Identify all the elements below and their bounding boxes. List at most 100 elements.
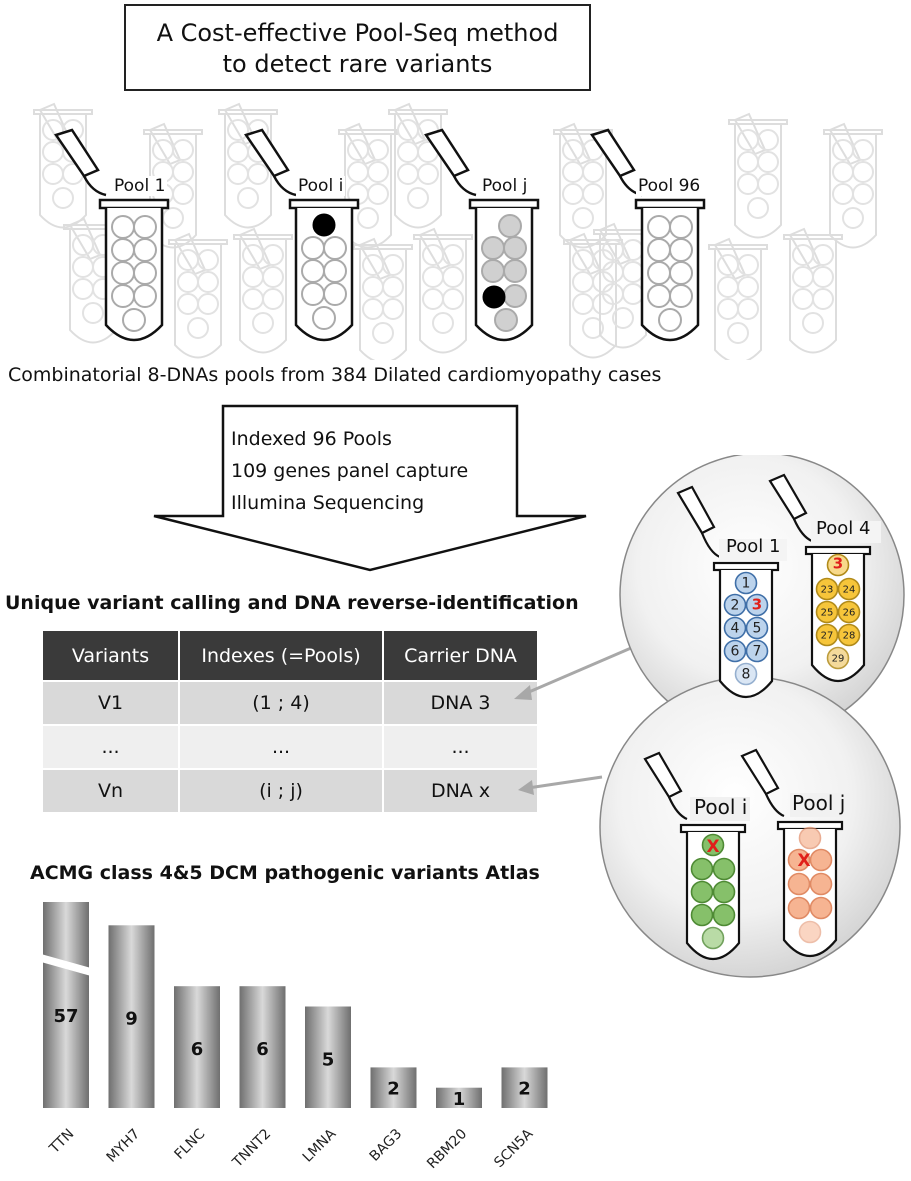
pool-tube-1 (54, 128, 170, 342)
dna-circle (798, 920, 822, 944)
svg-text:28: 28 (843, 630, 856, 641)
svg-text:2: 2 (731, 598, 740, 614)
col-header-indexes: Indexes (=Pools) (179, 631, 384, 681)
table-cell: ... (383, 724, 539, 769)
svg-text:25: 25 (821, 607, 834, 618)
chart-title: ACMG class 4&5 DCM pathogenic variants A… (30, 862, 540, 884)
dna-circle: 27 (815, 623, 839, 647)
col-header-variants: Variants (43, 631, 180, 681)
table-row: Vn (i ; j) DNA x (43, 768, 539, 812)
zoom-label-pool-j: Pool j (792, 791, 846, 815)
process-arrow (153, 404, 587, 572)
pool-label-1: Pool 1 (112, 176, 168, 196)
bar-value-label: 6 (256, 1039, 269, 1060)
arrow-to-dnax (527, 775, 603, 790)
bar-bag3 (370, 1067, 417, 1108)
bar-tnnt2 (239, 986, 286, 1108)
variant-carrier-dot-i (312, 213, 336, 237)
axis-break-mark (41, 954, 91, 976)
dna-circle (787, 896, 811, 920)
pool-tube-j (424, 128, 540, 342)
svg-text:6: 6 (731, 644, 740, 660)
bar-lmna (305, 1006, 351, 1108)
bar-value-label: 2 (387, 1079, 400, 1100)
bar-value-label: 5 (322, 1049, 335, 1070)
dna-circle (809, 896, 833, 920)
table-cell: Vn (43, 768, 180, 812)
dna-circle: 1 (734, 571, 758, 595)
dna-circle (809, 872, 833, 896)
bar-value-label: 6 (191, 1039, 204, 1060)
pool-i-dna-circles (690, 833, 736, 950)
dna-circle (701, 926, 725, 950)
table-cell: DNA 3 (383, 680, 539, 725)
svg-text:3: 3 (833, 554, 843, 572)
variant-atlas-chart: 57 9 6 6 5 2 1 2 (41, 902, 548, 1110)
dna-circle (712, 903, 736, 927)
title-box: A Cost-effective Pool-Seq method to dete… (124, 4, 591, 91)
dna-circle (712, 880, 736, 904)
bar-myh7 (108, 925, 155, 1108)
variant-section-heading: Unique variant calling and DNA reverse-i… (5, 592, 579, 614)
table-cell: ... (179, 724, 384, 769)
pool-label-96: Pool 96 (636, 176, 703, 196)
dna-circle: 28 (837, 623, 861, 647)
table-row: V1 (1 ; 4) DNA 3 (43, 680, 539, 725)
dna-circle: 3 (745, 593, 769, 617)
bar-ttn (43, 902, 89, 1108)
table-cell: ... (43, 724, 180, 769)
bar-flnc (174, 986, 220, 1108)
dna-circle: 5 (745, 616, 769, 640)
variant-table: Variants Indexes (=Pools) Carrier DNA V1… (43, 631, 539, 812)
bar-value-label: 1 (453, 1089, 466, 1110)
dna-circle (690, 903, 714, 927)
pipeline-step-2: 109 genes panel capture (231, 460, 469, 482)
dna-circle: 7 (745, 639, 769, 663)
bar-value-label: 57 (53, 1006, 78, 1027)
table-cell: (1 ; 4) (179, 680, 384, 725)
dna-circle (690, 880, 714, 904)
dna-circle: 25 (815, 600, 839, 624)
dna-circle: 8 (734, 662, 758, 686)
variant-table-header: Variants Indexes (=Pools) Carrier DNA (43, 631, 539, 681)
bar-value-label: 9 (125, 1009, 138, 1030)
dna-circle (787, 872, 811, 896)
pools-caption: Combinatorial 8-DNAs pools from 384 Dila… (8, 364, 662, 386)
pipeline-step-1: Indexed 96 Pools (231, 428, 392, 450)
title-line-2: to detect rare variants (222, 50, 493, 78)
dna-circle: 29 (826, 646, 850, 670)
dna-circle (798, 826, 822, 850)
table-cell: DNA x (383, 768, 539, 812)
variant-marker-i: X (706, 837, 719, 857)
bar-scn5a (501, 1067, 548, 1108)
zoom-label-pool4: Pool 4 (816, 518, 871, 539)
dna-circle (787, 848, 811, 872)
dna-circle (690, 857, 714, 881)
zoom-label-pool1: Pool 1 (726, 536, 781, 557)
table-cell: V1 (43, 680, 180, 725)
dna-circle: 6 (723, 639, 747, 663)
pool-tube-96 (590, 128, 706, 342)
variant-marker-j: X (797, 851, 810, 871)
bar-value-label: 2 (518, 1079, 531, 1100)
svg-text:5: 5 (753, 621, 762, 637)
svg-text:7: 7 (753, 644, 762, 660)
svg-text:29: 29 (832, 653, 845, 664)
svg-text:23: 23 (821, 584, 834, 595)
dna-circle (809, 848, 833, 872)
dna-circle: 26 (837, 600, 861, 624)
svg-text:3: 3 (752, 596, 762, 614)
dna-circle: 24 (837, 577, 861, 601)
variant-carrier-dot-j (482, 285, 506, 309)
svg-text:24: 24 (843, 584, 856, 595)
table-row: ... ... ... (43, 724, 539, 769)
pool-label-i: Pool i (296, 176, 346, 196)
dna-circle: 4 (723, 616, 747, 640)
pool-tubes-illustration (33, 103, 883, 360)
dna-circle (701, 833, 725, 857)
pool-tube-i (244, 128, 360, 342)
